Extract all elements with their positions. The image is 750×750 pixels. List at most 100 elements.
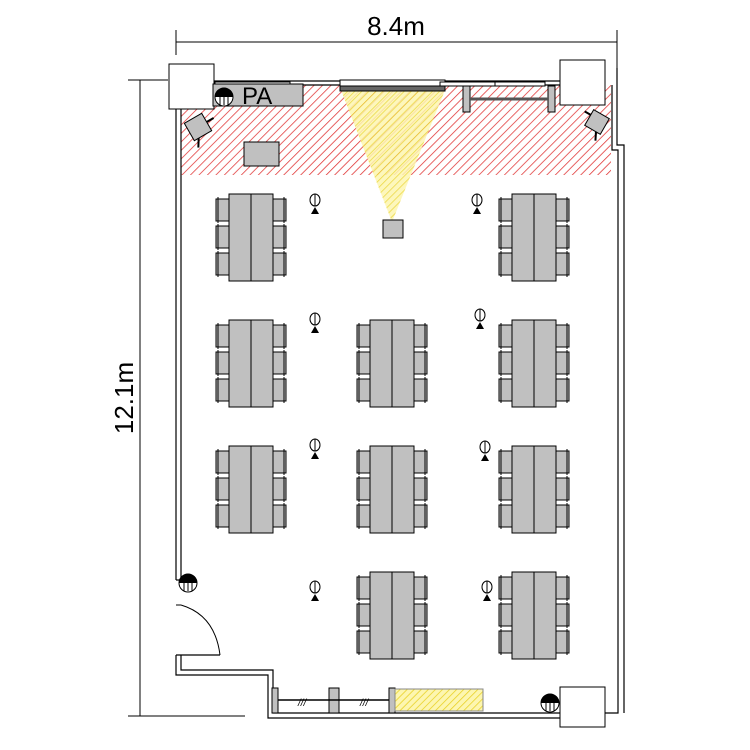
table-group	[356, 319, 428, 408]
chair	[272, 197, 287, 223]
chair	[498, 323, 513, 349]
chair	[555, 602, 570, 628]
chair	[555, 629, 570, 655]
chair	[356, 629, 371, 655]
chair	[356, 323, 371, 349]
column	[168, 63, 215, 110]
microphone-icon	[309, 438, 321, 459]
door-swing	[180, 604, 221, 656]
chair	[356, 449, 371, 475]
microphone-icon	[309, 193, 321, 214]
speaker-icon	[178, 573, 198, 593]
chair	[215, 251, 230, 277]
table	[391, 445, 415, 534]
table-group	[498, 571, 570, 660]
chair	[498, 377, 513, 403]
table	[511, 193, 535, 282]
chair	[498, 449, 513, 475]
pa-desk	[212, 83, 304, 107]
table-group	[356, 571, 428, 660]
table	[533, 193, 557, 282]
table	[369, 319, 393, 408]
bottom-shelf: /// ///	[271, 687, 484, 714]
chair	[413, 503, 428, 529]
chair	[498, 575, 513, 601]
chair	[413, 629, 428, 655]
chair	[272, 323, 287, 349]
microphone-icon	[471, 193, 483, 214]
chair	[498, 476, 513, 502]
chair	[555, 323, 570, 349]
chair	[272, 503, 287, 529]
chair	[272, 224, 287, 250]
depth-label: 12.1m	[109, 362, 139, 434]
pa-label: PA	[242, 83, 272, 110]
table	[511, 445, 535, 534]
chair	[413, 602, 428, 628]
table-group	[215, 319, 287, 408]
chair	[498, 197, 513, 223]
microphone-icon	[479, 440, 491, 461]
chair	[215, 197, 230, 223]
chair	[555, 476, 570, 502]
chair	[413, 323, 428, 349]
chair	[215, 449, 230, 475]
chair	[555, 251, 570, 277]
chair	[215, 476, 230, 502]
table	[533, 319, 557, 408]
chair	[498, 350, 513, 376]
chair	[498, 224, 513, 250]
projection-screen	[339, 85, 446, 92]
chair	[413, 449, 428, 475]
chair	[356, 350, 371, 376]
chair	[555, 197, 570, 223]
chair	[272, 377, 287, 403]
microphone-icon	[309, 312, 321, 333]
chair	[498, 629, 513, 655]
chair	[215, 503, 230, 529]
podium	[243, 141, 280, 167]
projection-area	[341, 90, 445, 222]
table	[533, 445, 557, 534]
walls	[175, 68, 625, 719]
table	[533, 571, 557, 660]
chair	[413, 575, 428, 601]
table	[228, 319, 252, 408]
chair	[498, 503, 513, 529]
table	[511, 319, 535, 408]
chair	[356, 503, 371, 529]
table	[369, 445, 393, 534]
chair	[498, 602, 513, 628]
chair	[555, 377, 570, 403]
column	[559, 686, 606, 728]
width-label: 8.4m	[367, 11, 425, 41]
table	[250, 319, 274, 408]
table	[250, 445, 274, 534]
speaker-icon	[540, 693, 560, 713]
table-group	[215, 445, 287, 534]
chair	[356, 575, 371, 601]
camera-icon	[183, 112, 215, 148]
chair	[555, 503, 570, 529]
column	[559, 59, 606, 106]
table-group	[498, 445, 570, 534]
chair	[413, 377, 428, 403]
svg-text:///: ///	[297, 698, 308, 709]
chair	[498, 251, 513, 277]
table-group	[498, 193, 570, 282]
chair	[555, 224, 570, 250]
chair	[356, 602, 371, 628]
camera-icon	[584, 109, 610, 141]
table	[250, 193, 274, 282]
chair	[413, 476, 428, 502]
chair	[272, 449, 287, 475]
depth-dimension: 12.1m	[109, 79, 245, 717]
table	[391, 319, 415, 408]
chair	[356, 476, 371, 502]
table	[228, 445, 252, 534]
table-group	[356, 445, 428, 534]
chair	[272, 476, 287, 502]
chair	[215, 323, 230, 349]
width-dimension: 8.4m	[175, 11, 618, 68]
